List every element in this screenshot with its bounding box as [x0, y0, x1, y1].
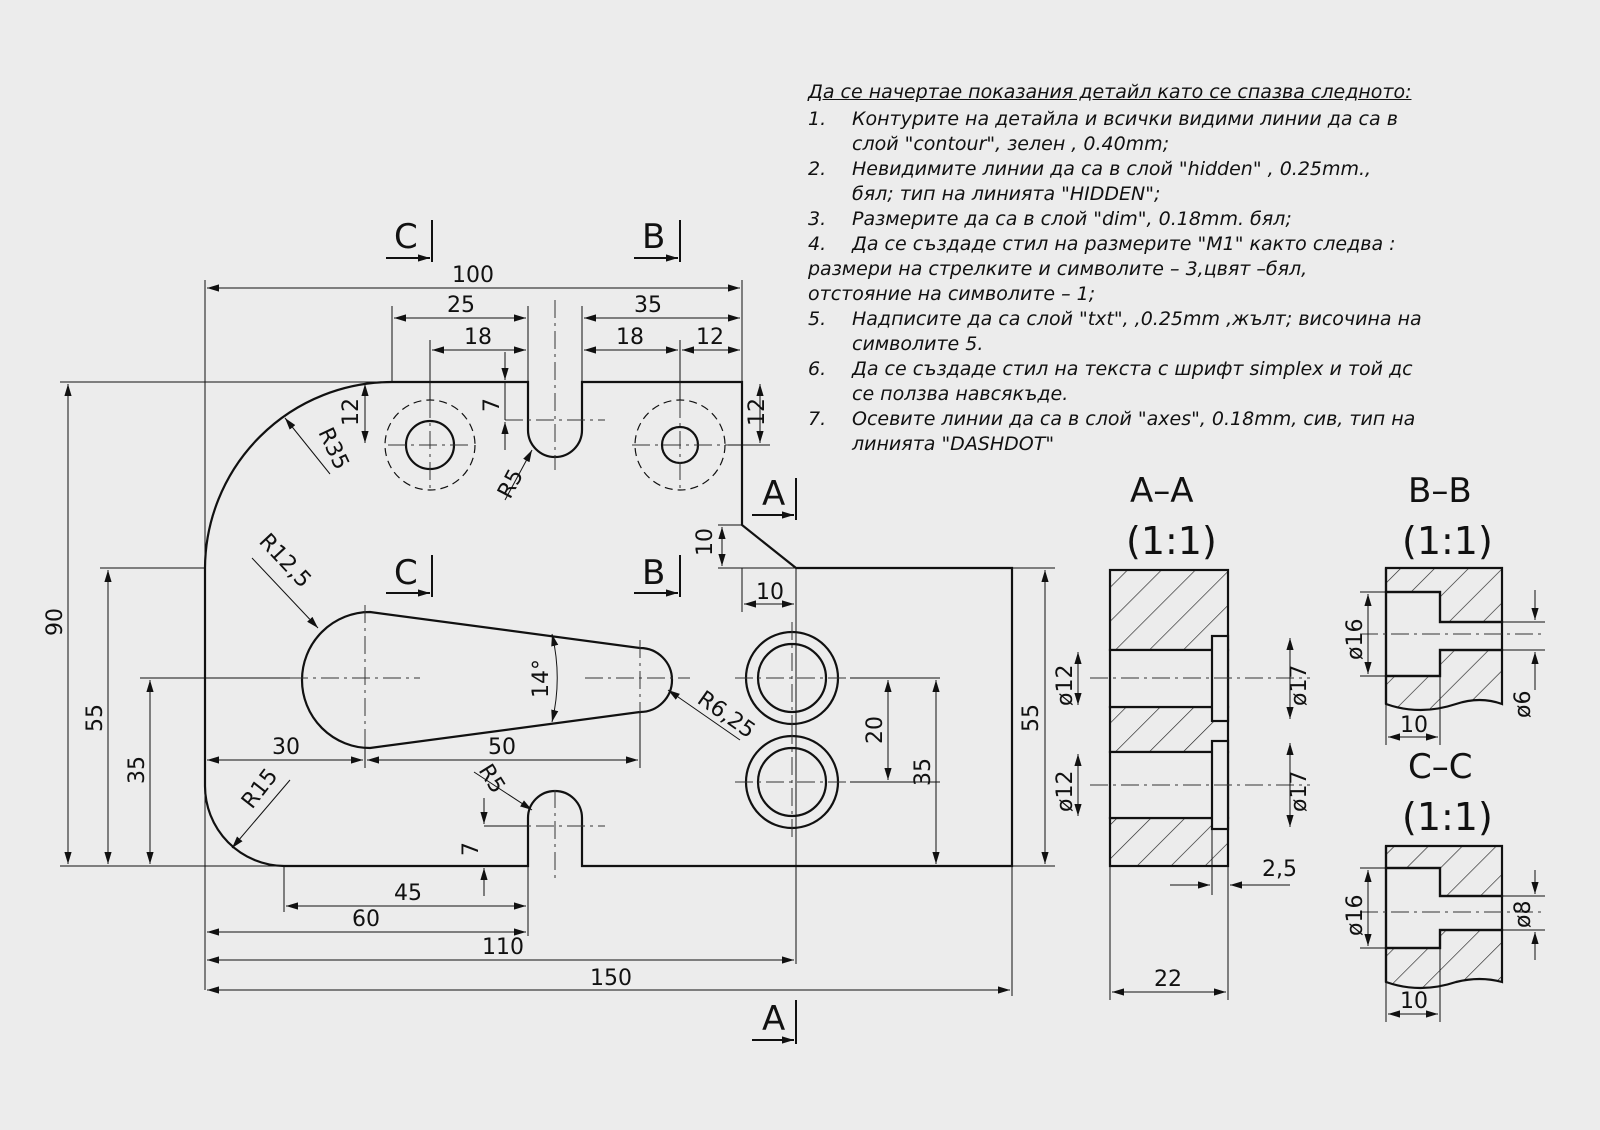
- instruction-number: 3.: [808, 208, 827, 230]
- section-label-c-top: C: [394, 217, 418, 257]
- dim-r12-5: R12,5: [254, 529, 316, 593]
- instruction-line: Надписите да са слой "txt", ,0.25mm ,жъл…: [852, 308, 1422, 330]
- section-bb-phi6: ø6: [1511, 691, 1536, 718]
- instruction-line: Осевите линии да са в слой "axes", 0.18m…: [852, 408, 1416, 430]
- instruction-item-5: 5. Надписите да са слой "txt", ,0.25mm ,…: [808, 307, 1598, 357]
- section-bb-dim-10: 10: [1400, 713, 1428, 738]
- instruction-number: 4.: [808, 233, 827, 255]
- instruction-line: Да се създаде стил на текста с шрифт sim…: [852, 358, 1413, 380]
- section-marks: [386, 220, 797, 1044]
- dim-10-vertical: 10: [693, 528, 718, 556]
- section-bb-title: B–B: [1408, 471, 1472, 511]
- dim-60: 60: [352, 907, 380, 932]
- instructions-block: Да се начертае показания детайл като се …: [808, 80, 1598, 457]
- dim-12-top: 12: [696, 325, 724, 350]
- section-label-a-bottom: A: [762, 999, 785, 1039]
- dim-35-right: 35: [911, 758, 936, 786]
- section-aa-dim-2-5: 2,5: [1262, 857, 1297, 882]
- dim-110: 110: [482, 935, 524, 960]
- tapered-slot: [300, 610, 674, 750]
- dim-7-bottom: 7: [459, 842, 484, 856]
- section-aa-scale: (1:1): [1126, 519, 1217, 563]
- dim-35-top: 35: [634, 293, 662, 318]
- dim-150: 150: [590, 966, 632, 991]
- dim-25: 25: [447, 293, 475, 318]
- section-bb-phi16: ø16: [1343, 619, 1368, 660]
- section-aa-phi17-top: ø17: [1287, 665, 1312, 706]
- dim-55-right: 55: [1019, 704, 1044, 732]
- instructions-heading: Да се начертае показания детайл като се …: [808, 81, 1412, 103]
- section-bb-scale: (1:1): [1402, 519, 1493, 563]
- dim-30: 30: [272, 735, 300, 760]
- section-aa: A–A (1:1): [1053, 471, 1312, 1000]
- section-cc-scale: (1:1): [1402, 795, 1493, 839]
- dim-50: 50: [488, 735, 516, 760]
- instruction-number: 2.: [808, 158, 827, 180]
- section-aa-phi17-bottom: ø17: [1287, 771, 1312, 812]
- instruction-line: линията "DASHDOT": [852, 433, 1055, 455]
- dim-7-top: 7: [480, 398, 505, 412]
- instruction-number: 1.: [808, 108, 827, 130]
- section-bb: B–B (1:1) ø16 ø6 10: [1343, 471, 1545, 745]
- instruction-line: Контурите на детайла и всички видими лин…: [852, 108, 1398, 130]
- instruction-item-4-continued: размери на стрелките и символите – 3,цвя…: [808, 257, 1598, 307]
- section-label-b-mid: B: [642, 553, 665, 593]
- instruction-line: Да се създаде стил на размерите "M1" как…: [852, 233, 1396, 255]
- instruction-item-3: 3. Размерите да са в слой "dim", 0.18mm.…: [808, 207, 1598, 232]
- dimension-lines: [60, 280, 1055, 996]
- instruction-line: размери на стрелките и символите – 3,цвя…: [808, 258, 1308, 280]
- instruction-line: бял; тип на линията "HIDDEN";: [852, 183, 1161, 205]
- dim-45: 45: [394, 881, 422, 906]
- dim-10-horizontal: 10: [756, 580, 784, 605]
- instruction-line: Невидимите линии да са в слой "hidden" ,…: [852, 158, 1372, 180]
- dim-r35: R35: [313, 424, 354, 474]
- section-cc-phi16: ø16: [1343, 895, 1368, 936]
- section-label-b-top: B: [642, 217, 665, 257]
- instruction-number: 5.: [808, 308, 827, 330]
- dim-12-right: 12: [745, 398, 770, 426]
- dim-20: 20: [863, 716, 888, 744]
- instruction-item-1: 1. Контурите на детайла и всички видими …: [808, 107, 1598, 157]
- section-cc-phi8: ø8: [1511, 901, 1536, 928]
- center-lines: [290, 300, 850, 880]
- instruction-item-7: 7. Осевите линии да са в слой "axes", 0.…: [808, 407, 1598, 457]
- section-cc: C–C (1:1) ø16 ø8 10: [1343, 747, 1545, 1022]
- section-label-c-mid: C: [394, 553, 418, 593]
- section-aa-phi12-top: ø12: [1053, 665, 1078, 706]
- instruction-number: 7.: [808, 408, 827, 430]
- section-mark-labels: C B C B A A: [394, 217, 785, 1039]
- instruction-item-2: 2. Невидимите линии да са в слой "hidden…: [808, 157, 1598, 207]
- section-aa-dim-22: 22: [1154, 967, 1182, 992]
- dim-r15: R15: [237, 764, 283, 813]
- instruction-line: отстояние на символите – 1;: [808, 283, 1096, 305]
- section-aa-title: A–A: [1130, 471, 1194, 511]
- instruction-line: се ползва навсякъде.: [852, 383, 1069, 405]
- dim-18-left: 18: [464, 325, 492, 350]
- instruction-item-6: 6. Да се създаде стил на текста с шрифт …: [808, 357, 1598, 407]
- dim-r5-top: R5: [493, 465, 529, 503]
- section-cc-title: C–C: [1408, 747, 1472, 787]
- instruction-number: 6.: [808, 358, 827, 380]
- main-part-outline: [203, 380, 1014, 868]
- instruction-line: символите 5.: [852, 333, 984, 355]
- section-label-a-right: A: [762, 474, 785, 514]
- instruction-item-4: 4. Да се създаде стил на размерите "M1" …: [808, 232, 1598, 257]
- dim-35-left: 35: [125, 756, 150, 784]
- dim-90: 90: [43, 608, 68, 636]
- section-cc-dim-10: 10: [1400, 989, 1428, 1014]
- instruction-line: слой "contour", зелен , 0.40mm;: [852, 133, 1170, 155]
- dim-100: 100: [452, 263, 494, 288]
- dim-18-right: 18: [616, 325, 644, 350]
- instruction-line: Размерите да са в слой "dim", 0.18mm. бя…: [852, 208, 1292, 230]
- dim-angle-14: 14°: [529, 659, 554, 698]
- section-aa-phi12-bottom: ø12: [1053, 771, 1078, 812]
- dim-12-left: 12: [339, 398, 364, 426]
- dim-55-left: 55: [83, 704, 108, 732]
